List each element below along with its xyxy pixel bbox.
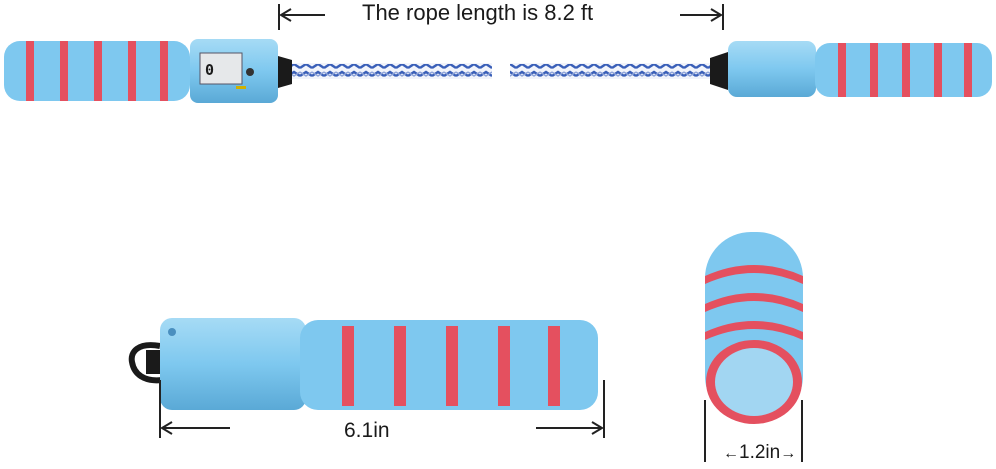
handle-diameter-label: ←1.2in→: [723, 443, 796, 462]
rope-length-label: The rope length is 8.2 ft: [362, 0, 594, 25]
handle-length-value: 6.1: [344, 419, 374, 442]
handle-length-dimension: [159, 380, 605, 438]
right-arrow-icon: →: [780, 445, 797, 462]
left-arrow-icon: ←: [723, 445, 739, 462]
counter-display-digits: 0: [205, 61, 216, 79]
diameter-dimension: [704, 400, 803, 462]
handle-end-view: [705, 232, 803, 424]
handle-side-view: [128, 318, 598, 410]
rope-length-dimension: [278, 4, 724, 30]
rope: [292, 63, 710, 79]
handle-length-unit: in: [373, 419, 390, 442]
handle-diameter-value: 1.2in: [739, 442, 781, 463]
right-handle: [710, 41, 992, 97]
handle-length-label: 6.1in: [344, 420, 390, 441]
left-handle-with-counter: [4, 39, 292, 103]
